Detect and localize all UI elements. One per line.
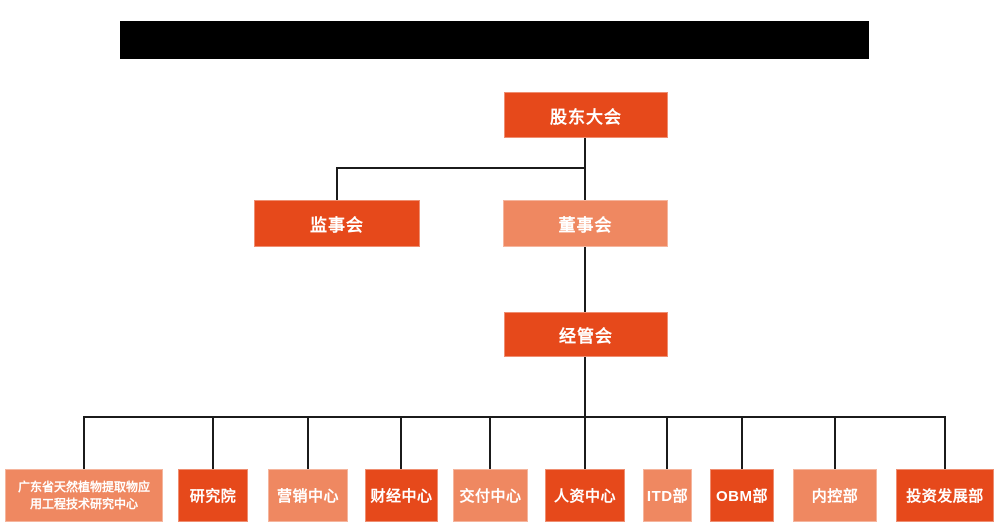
connector-management-down (584, 357, 586, 417)
node-dept-finance-center: 财经中心 (365, 469, 438, 522)
node-supervisory-board: 监事会 (254, 200, 420, 247)
node-dept-investment-development: 投资发展部 (896, 469, 994, 522)
node-dept-itd: ITD部 (643, 469, 692, 522)
node-label: 内控部 (811, 488, 859, 505)
connector-board-to-management (584, 247, 586, 312)
node-label: 研究院 (189, 488, 237, 505)
redacted-title-bar (120, 21, 869, 59)
connector-drop (834, 416, 836, 469)
node-label: OBM部 (716, 488, 768, 505)
connector-drop (666, 416, 668, 469)
node-label: 广东省天然植物提取物应用工程技术研究中心 (17, 479, 150, 511)
node-label: 财经中心 (370, 488, 433, 505)
node-label: 交付中心 (459, 488, 522, 505)
node-label: 投资发展部 (906, 488, 984, 505)
connector-row2-horizontal (336, 167, 586, 169)
node-dept-delivery-center: 交付中心 (453, 469, 528, 522)
connector-drop (741, 416, 743, 469)
connector-drop (307, 416, 309, 469)
node-dept-hr-center: 人资中心 (545, 469, 625, 522)
node-label: 经管会 (559, 327, 613, 346)
node-board-of-directors: 董事会 (503, 200, 668, 247)
connector-drop (83, 416, 85, 469)
node-management-committee: 经管会 (504, 312, 668, 357)
connector-drop (944, 416, 946, 469)
node-dept-research-institute: 研究院 (178, 469, 248, 522)
node-dept-research-center: 广东省天然植物提取物应用工程技术研究中心 (5, 469, 163, 522)
connector-drop (584, 416, 586, 469)
node-shareholders-meeting: 股东大会 (504, 92, 668, 138)
connector-drop (212, 416, 214, 469)
node-label: 营销中心 (276, 488, 339, 505)
connector-drop (400, 416, 402, 469)
node-label: ITD部 (646, 488, 689, 505)
node-dept-obm: OBM部 (710, 469, 774, 522)
connector-shareholders-down (584, 138, 586, 200)
node-label: 董事会 (558, 216, 613, 235)
connector-supervisory-drop (336, 167, 338, 200)
node-dept-internal-control: 内控部 (793, 469, 877, 522)
node-label: 监事会 (310, 216, 364, 235)
node-label: 股东大会 (550, 107, 622, 127)
node-label: 人资中心 (553, 488, 616, 505)
connector-departments-horizontal (84, 416, 946, 418)
connector-drop (489, 416, 491, 469)
node-dept-marketing-center: 营销中心 (268, 469, 348, 522)
